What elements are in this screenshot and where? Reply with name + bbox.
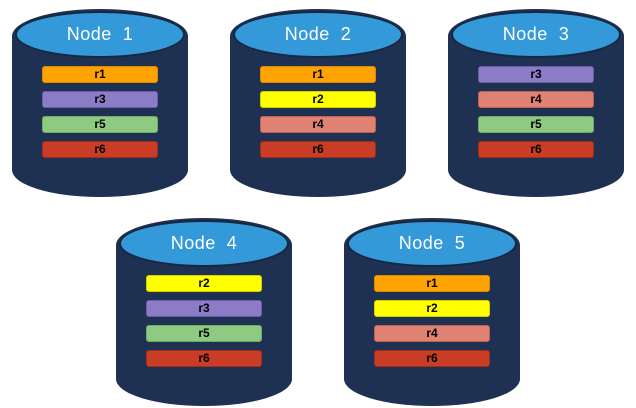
replica-bar-r2: r2	[260, 91, 376, 108]
replica-bar-r4: r4	[260, 116, 376, 133]
replica-list: r1 r2 r4 r6	[260, 66, 376, 158]
replica-bar-r6: r6	[42, 141, 158, 158]
database-node-5: Node 5 r1 r2 r4 r6	[344, 218, 520, 406]
replica-bar-r3: r3	[146, 300, 262, 317]
node-title: Node 2	[284, 24, 352, 44]
cylinder-top-ellipse: Node 2	[233, 11, 403, 58]
replica-bar-r5: r5	[478, 116, 594, 133]
replica-list: r1 r2 r4 r6	[374, 275, 490, 367]
node-title: Node 1	[66, 24, 134, 44]
replica-bar-r3: r3	[42, 91, 158, 108]
cylinder-top-ellipse: Node 3	[451, 11, 621, 58]
replica-bar-r1: r1	[260, 66, 376, 83]
replica-bar-r2: r2	[146, 275, 262, 292]
replica-list: r3 r4 r5 r6	[478, 66, 594, 158]
replica-list: r2 r3 r5 r6	[146, 275, 262, 367]
replica-bar-r4: r4	[374, 325, 490, 342]
nodes-row-top: Node 1 r1 r3 r5 r6 Node 2 r1 r2 r4 r6 Node 3 r…	[0, 9, 636, 197]
node-title: Node 4	[170, 233, 238, 253]
database-node-3: Node 3 r3 r4 r5 r6	[448, 9, 624, 197]
replica-bar-r1: r1	[374, 275, 490, 292]
node-title: Node 3	[502, 24, 570, 44]
replica-bar-r4: r4	[478, 91, 594, 108]
replica-bar-r6: r6	[374, 350, 490, 367]
replica-bar-r6: r6	[260, 141, 376, 158]
replica-bar-r5: r5	[42, 116, 158, 133]
database-node-1: Node 1 r1 r3 r5 r6	[12, 9, 188, 197]
replica-bar-r6: r6	[478, 141, 594, 158]
node-title: Node 5	[398, 233, 466, 253]
cylinder-top-ellipse: Node 4	[119, 220, 289, 267]
database-node-2: Node 2 r1 r2 r4 r6	[230, 9, 406, 197]
nodes-row-bottom: Node 4 r2 r3 r5 r6 Node 5 r1 r2 r4 r6	[0, 218, 636, 406]
replica-bar-r6: r6	[146, 350, 262, 367]
replica-bar-r1: r1	[42, 66, 158, 83]
cylinder-top-ellipse: Node 1	[15, 11, 185, 58]
replica-bar-r2: r2	[374, 300, 490, 317]
cylinder-top-ellipse: Node 5	[347, 220, 517, 267]
replica-list: r1 r3 r5 r6	[42, 66, 158, 158]
database-node-4: Node 4 r2 r3 r5 r6	[116, 218, 292, 406]
replica-bar-r3: r3	[478, 66, 594, 83]
replica-bar-r5: r5	[146, 325, 262, 342]
